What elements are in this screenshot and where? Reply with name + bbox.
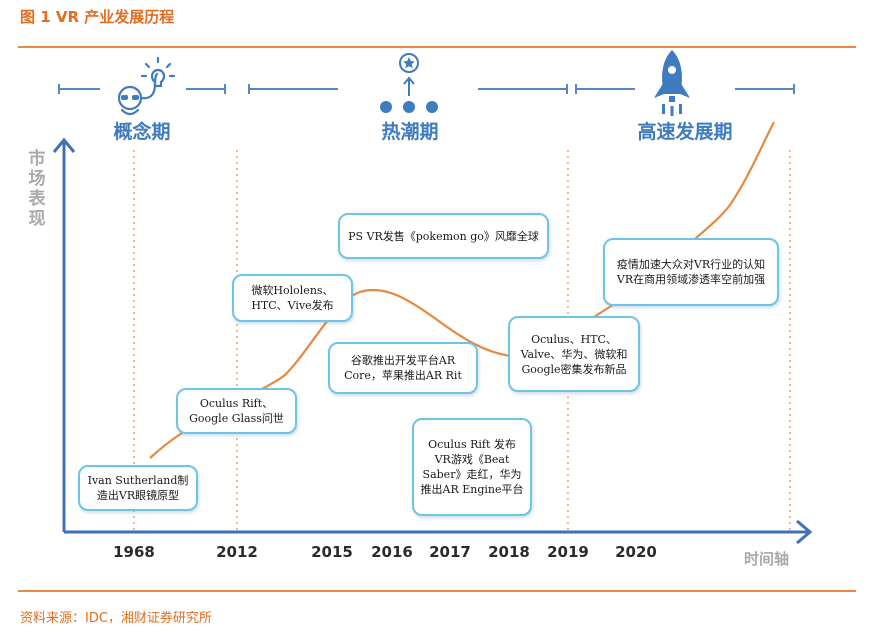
x-axis-label: 时间轴	[744, 550, 790, 568]
event-box-1968: Ivan Sutherland制造出VR眼镜原型	[78, 465, 198, 511]
event-box-2016: PS VR发售《pokemon go》风靡全球	[338, 213, 549, 259]
rocket-icon	[654, 50, 690, 116]
year-label: 2015	[311, 543, 353, 561]
year-label: 1968	[113, 543, 155, 561]
event-box-2017: 谷歌推出开发平台AR Core，苹果推出AR Rit	[328, 342, 478, 394]
event-box-2018: Oculus Rift 发布VR游戏《Beat Saber》走红，华为推出AR …	[412, 418, 532, 516]
phase-label-rapid-growth: 高速发展期	[637, 121, 733, 143]
phase-label-concept: 概念期	[113, 121, 171, 143]
event-box-2020: 疫情加速大众对VR行业的认知VR在商用领域渗透率空前加强	[603, 238, 779, 306]
lightbulb-head-icon	[117, 56, 176, 116]
year-label: 2012	[216, 543, 258, 561]
year-label: 2017	[429, 543, 471, 561]
bottom-rule	[18, 590, 856, 592]
event-text: Oculus、HTC、Valve、华为、微软和Google密集发布新品	[520, 332, 628, 376]
rising-network-icon	[380, 53, 438, 113]
event-box-2015: 微软Hololens、HTC、Vive发布	[232, 274, 353, 322]
top-rule	[18, 46, 856, 48]
figure-title: 图 1 VR 产业发展历程	[20, 8, 175, 26]
event-text: 疫情加速大众对VR行业的认知VR在商用领域渗透率空前加强	[616, 258, 766, 286]
source-note: 资料来源：IDC，湘财证券研究所	[20, 611, 212, 626]
event-text: Oculus Rift 发布VR游戏《Beat Saber》走红，华为推出AR …	[420, 438, 524, 496]
year-label: 2016	[371, 543, 413, 561]
event-box-2012: Oculus Rift、Google Glass问世	[176, 388, 297, 434]
event-text: 谷歌推出开发平台AR Core，苹果推出AR Rit	[344, 354, 462, 382]
event-text: Oculus Rift、Google Glass问世	[189, 397, 284, 425]
event-box-2019: Oculus、HTC、Valve、华为、微软和Google密集发布新品	[508, 316, 640, 392]
year-label: 2018	[488, 543, 530, 561]
axes	[52, 137, 813, 545]
year-label: 2019	[547, 543, 589, 561]
phase-label-boom: 热潮期	[381, 121, 439, 143]
year-label: 2020	[615, 543, 657, 561]
event-text: Ivan Sutherland制造出VR眼镜原型	[87, 474, 189, 502]
y-axis-label: 市场表现	[28, 149, 46, 229]
event-text: 微软Hololens、HTC、Vive发布	[251, 284, 334, 312]
event-text: PS VR发售《pokemon go》风靡全球	[348, 229, 539, 243]
